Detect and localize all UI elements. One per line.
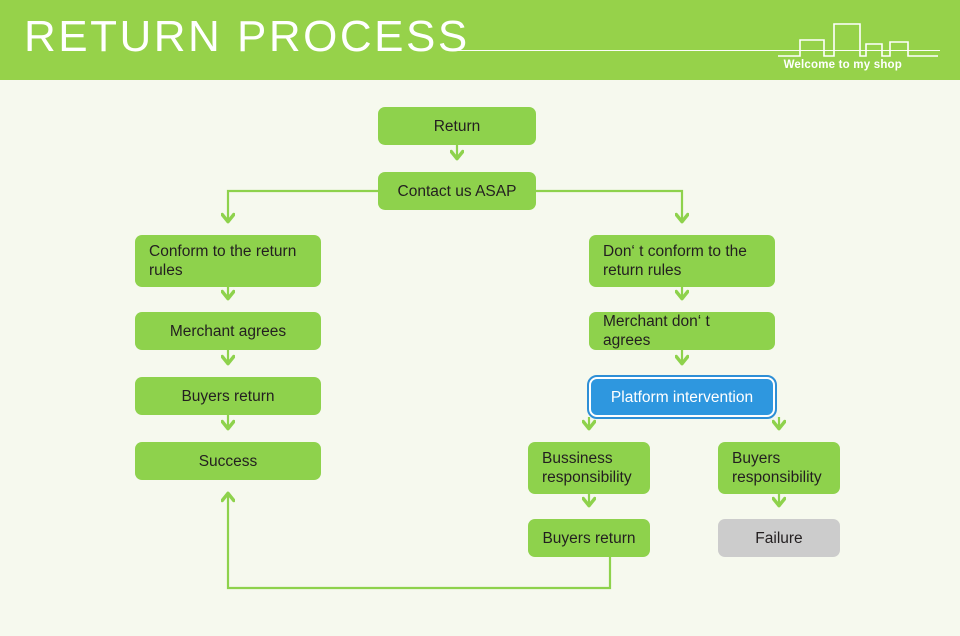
shop-tagline: Welcome to my shop	[783, 59, 902, 71]
node-platform-intervention[interactable]: Platform intervention	[587, 375, 777, 419]
node-merchant-dont-agrees[interactable]: Merchant don‘ t agrees	[589, 312, 775, 350]
node-buyers-return-right[interactable]: Buyers return	[528, 519, 650, 557]
edge-contact-to-conform	[228, 189, 378, 223]
return-process-flowchart: Return Contact us ASAP Conform to the re…	[0, 80, 960, 636]
node-merchant-agrees[interactable]: Merchant agrees	[135, 312, 321, 350]
node-buyers-responsibility[interactable]: Buyers responsibility	[718, 442, 840, 494]
node-bussiness-responsibility[interactable]: Bussiness responsibility	[528, 442, 650, 494]
edge-contact-to-not-conform	[536, 189, 682, 223]
title-divider-rule	[448, 50, 940, 51]
node-success[interactable]: Success	[135, 442, 321, 480]
city-skyline-icon	[778, 23, 938, 57]
node-return[interactable]: Return	[378, 107, 536, 145]
page-title: RETURN PROCESS	[24, 12, 470, 61]
node-dont-conform-to-return-rules[interactable]: Don‘ t conform to the return rules	[589, 235, 775, 287]
node-failure[interactable]: Failure	[718, 519, 840, 557]
node-buyers-return-left[interactable]: Buyers return	[135, 377, 321, 415]
header-banner: RETURN PROCESS Welcome to my shop	[0, 0, 960, 80]
node-contact-us-asap[interactable]: Contact us ASAP	[378, 172, 536, 210]
node-conform-to-return-rules[interactable]: Conform to the return rules	[135, 235, 321, 287]
